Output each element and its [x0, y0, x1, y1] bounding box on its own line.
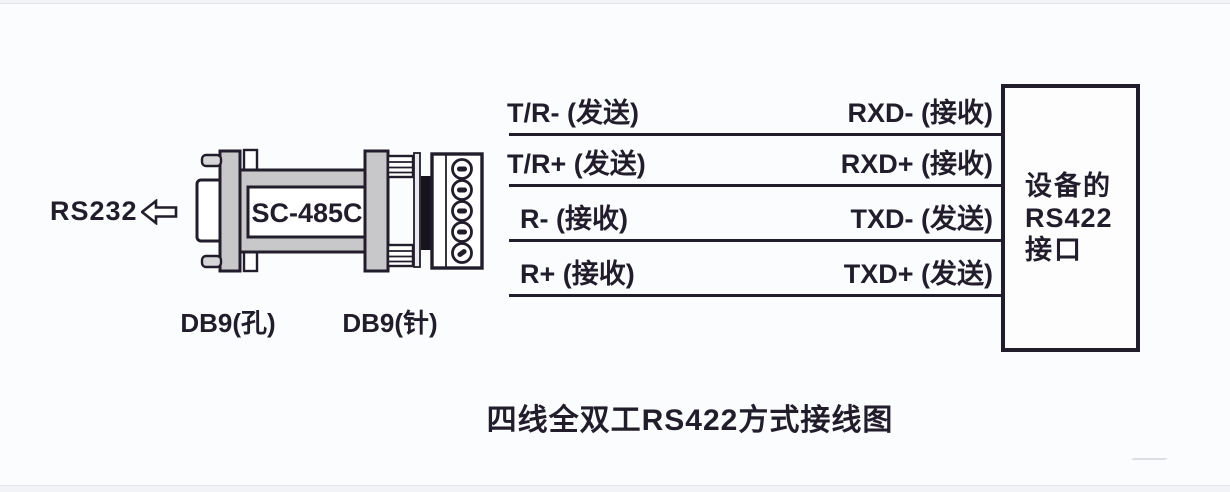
- db9-male-shell-edge: [413, 152, 421, 268]
- diagram-caption: 四线全双工RS422方式接线图: [486, 404, 894, 437]
- wire2-left-label: T/R+ (发送): [507, 149, 646, 179]
- wire1-line: [509, 133, 1002, 136]
- terminal-screw-slots: [457, 166, 467, 257]
- sc485c-adapter-drawing: SC-485C: [195, 148, 484, 273]
- post: [242, 148, 259, 173]
- wire2-line: [509, 184, 1002, 187]
- db9-male-dark-band: [421, 176, 431, 250]
- right-plate: [363, 149, 390, 273]
- wire3-right-label: TXD- (发送): [850, 204, 993, 234]
- page-top-edge: [0, 0, 1230, 4]
- page-bottom-edge: [0, 485, 1230, 492]
- device-rs422-box: 设备的 RS422 接口: [1001, 84, 1140, 352]
- screw-icon: [200, 153, 223, 168]
- post: [242, 249, 259, 273]
- device-box-line1: 设备的: [1025, 171, 1112, 201]
- device-box-line2: RS422: [1025, 203, 1113, 233]
- wire4-right-label: TXD+ (发送): [843, 259, 993, 289]
- wire4-left-label: R+ (接收): [520, 259, 635, 289]
- screw-icon: [200, 254, 223, 269]
- device-rs422-box-text: 设备的 RS422 接口: [1025, 170, 1136, 266]
- adapter-model-text: SC-485C: [251, 198, 362, 228]
- wire1-right-label: RXD- (接收): [847, 98, 993, 128]
- rs232-label: RS232: [50, 196, 138, 226]
- left-plate: [218, 149, 242, 273]
- model-plate: [246, 185, 369, 239]
- device-box-line3: 接口: [1025, 235, 1083, 265]
- wire3-line: [509, 239, 1002, 242]
- wire4-line: [509, 294, 1002, 297]
- arrow-left-icon: [139, 198, 179, 226]
- db9-female-shell: [195, 178, 224, 243]
- scan-artifact-mark: [1130, 450, 1180, 460]
- wire3-left-label: R- (接收): [520, 204, 628, 234]
- db9-male-label: DB9(针): [342, 308, 438, 338]
- wire1-left-label: T/R- (发送): [507, 98, 639, 128]
- db9-female-label: DB9(孔): [180, 308, 276, 338]
- wire2-right-label: RXD+ (接收): [840, 149, 993, 179]
- ridge-block-bottom: [386, 243, 415, 268]
- ridge-block-top: [386, 154, 415, 179]
